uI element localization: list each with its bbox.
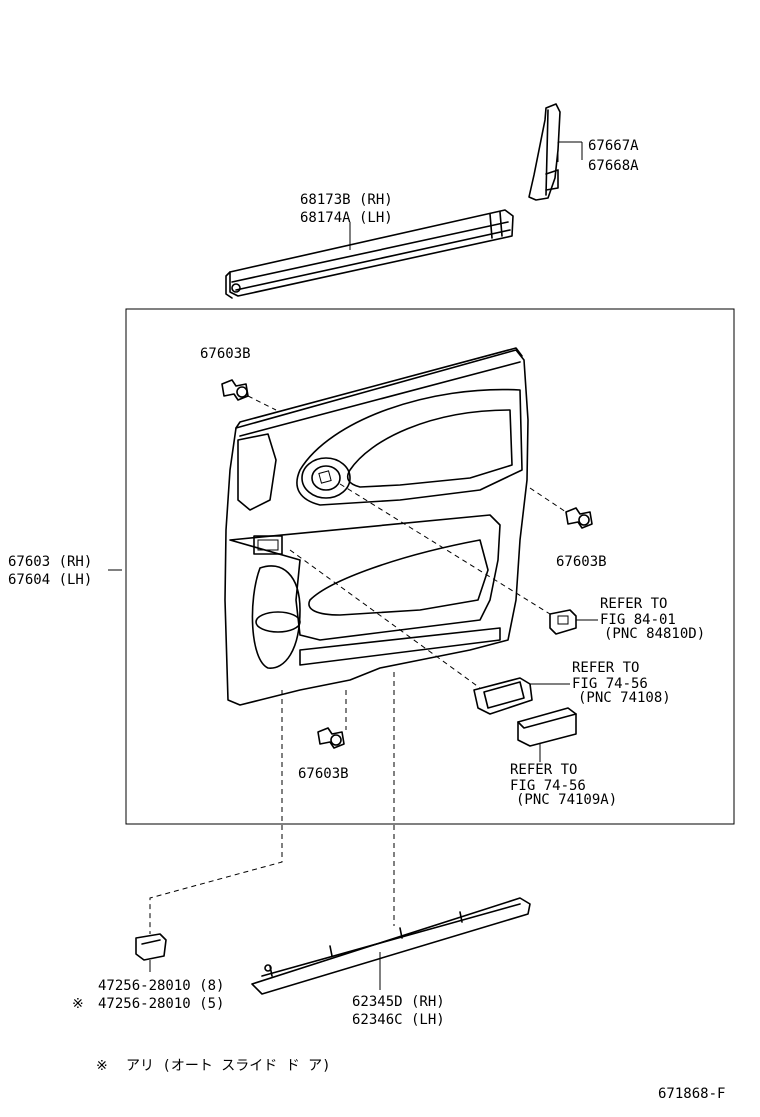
callout-lower-trim-2: 62346C (LH)	[352, 1012, 445, 1028]
power-window-switch	[549, 609, 577, 635]
dash-handle	[289, 549, 481, 689]
clip-small	[135, 933, 167, 961]
callout-belt-1: 68173B (RH)	[300, 192, 393, 208]
belt-moulding	[225, 209, 514, 299]
assembly-frame	[125, 308, 735, 825]
callout-clip-small-2: 47256-28010 (5)	[98, 996, 224, 1012]
figure-id: 671868-F	[658, 1086, 725, 1102]
ref-switch-3: (PNC 84810D)	[604, 626, 705, 642]
ref-cover-2: FIG 74-56	[510, 778, 586, 794]
callout-rear-trim-1: 67667A	[588, 138, 639, 154]
callout-clip-bottom: 67603B	[298, 766, 349, 782]
clip-right	[565, 507, 593, 529]
dash-clip-top	[247, 395, 277, 411]
leader-rear-trim	[557, 141, 583, 162]
footnote-mark: ※	[96, 1058, 108, 1074]
footnote-text: アリ (オート スライド ド ア)	[126, 1058, 331, 1074]
clip-top	[221, 379, 249, 401]
ref-handle-1: REFER TO	[572, 660, 639, 676]
callout-clip-small-mark: ※	[72, 996, 84, 1012]
callout-clip-small-1: 47256-28010 (8)	[98, 978, 224, 994]
inside-handle-bezel	[473, 677, 533, 715]
door-trim-board	[224, 347, 529, 706]
lower-trim-strip	[251, 897, 531, 995]
callout-belt-2: 68174A (LH)	[300, 210, 393, 226]
handle-cover	[517, 707, 577, 747]
callout-rear-trim-2: 67668A	[588, 158, 639, 174]
ref-handle-2: FIG 74-56	[572, 676, 648, 692]
callout-clip-right: 67603B	[556, 554, 607, 570]
dash-clip-small	[149, 690, 283, 934]
ref-switch-2: FIG 84-01	[600, 612, 676, 628]
clip-bottom	[317, 727, 345, 749]
ref-cover-3: (PNC 74109A)	[516, 792, 617, 808]
ref-handle-3: (PNC 74108)	[578, 690, 671, 706]
callout-trim-board-1: 67603 (RH)	[8, 554, 92, 570]
callout-clip-top: 67603B	[200, 346, 251, 362]
dash-switch	[339, 483, 551, 615]
ref-cover-1: REFER TO	[510, 762, 577, 778]
callout-lower-trim-1: 62345D (RH)	[352, 994, 445, 1010]
rear-trim-piece	[528, 103, 561, 201]
callout-trim-board-2: 67604 (LH)	[8, 572, 92, 588]
dash-clip-right	[529, 487, 567, 513]
ref-switch-1: REFER TO	[600, 596, 667, 612]
